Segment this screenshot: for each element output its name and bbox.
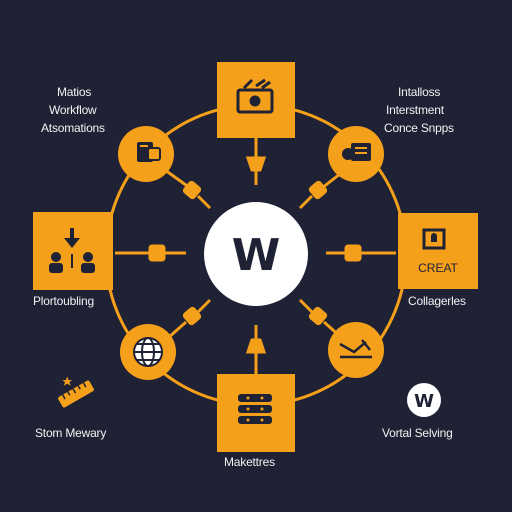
- connector-top-right: [298, 168, 346, 210]
- connector-left: [115, 244, 186, 262]
- lock-icon: [422, 228, 446, 250]
- ruler-icon: [58, 376, 94, 408]
- connector-top: [245, 138, 267, 185]
- people-transfer-icon: [49, 228, 95, 273]
- document-icon: [137, 142, 161, 162]
- label-top-left-line2: Workflow: [49, 103, 97, 117]
- database-icon: [238, 394, 272, 424]
- right-box[interactable]: [398, 213, 478, 289]
- label-top-right-line2: Interstment: [386, 103, 444, 117]
- label-top-right-line1: Intalloss: [398, 85, 441, 99]
- center-logo-letter: W: [232, 230, 281, 281]
- camera-bag-icon: [236, 78, 274, 114]
- label-bottom-right: Vortal Selving: [382, 426, 453, 440]
- label-top-left-line3: Atsomations: [41, 121, 105, 135]
- connector-bottom-left: [167, 298, 212, 340]
- connector-bottom-right: [298, 298, 343, 340]
- center-logo-circle: [204, 202, 308, 306]
- signature-icon: [339, 339, 372, 359]
- globe-icon: [133, 337, 163, 367]
- bottom-right-badge: [407, 383, 441, 417]
- label-bottom: Makettres: [224, 455, 275, 469]
- right-box-caption: CREAT: [418, 261, 458, 275]
- label-right: Collagerles: [408, 294, 466, 308]
- connector-top-left: [164, 168, 212, 210]
- label-left: Plortoubling: [33, 294, 94, 308]
- label-bottom-left: Stom Mewary: [35, 426, 107, 440]
- connector-right: [326, 244, 396, 262]
- label-top-right-line3: Conce Snpps: [384, 121, 454, 135]
- presentation-icon: [342, 143, 371, 161]
- left-box[interactable]: [33, 212, 113, 290]
- connector-bottom: [245, 325, 267, 375]
- bottom-right-badge-letter: W: [414, 391, 434, 412]
- label-top-left-line1: Matios: [57, 85, 92, 99]
